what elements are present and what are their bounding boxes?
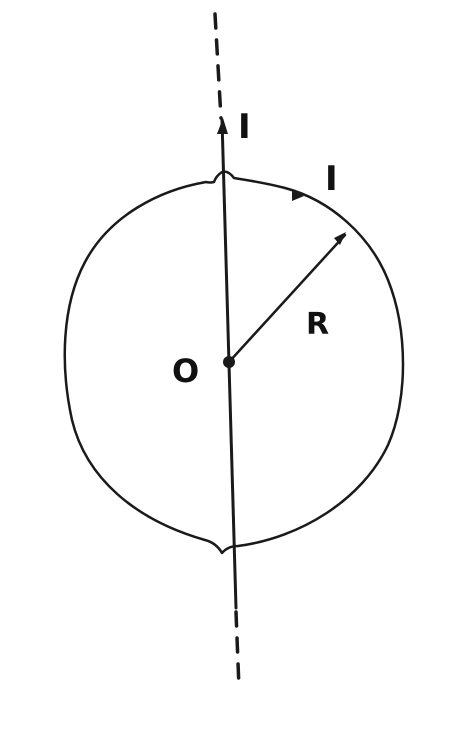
dashed-extension-top [213, 12, 223, 120]
wire-current-arrow-icon [217, 118, 228, 134]
radius-label: R [306, 307, 329, 342]
center-point [223, 356, 235, 368]
dashed-extension-bottom [234, 610, 241, 690]
loop-current-label: I [325, 159, 338, 199]
circular-loop [63, 170, 405, 555]
center-label: O [172, 352, 199, 390]
wire-current-label: I [238, 107, 251, 147]
radius-line [227, 233, 347, 364]
radius-arrow-icon [334, 232, 346, 245]
loop-current-arrow-icon [292, 190, 304, 201]
